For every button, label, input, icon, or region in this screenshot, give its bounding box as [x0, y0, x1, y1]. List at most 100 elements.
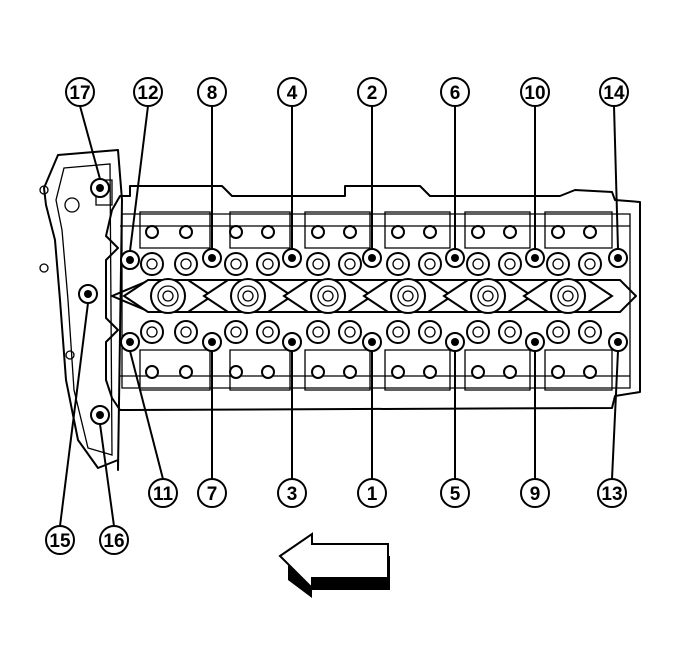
callout-3: 3	[277, 478, 307, 508]
valve-springs	[140, 225, 602, 379]
rocker-nut	[583, 225, 597, 239]
valve-spring	[386, 320, 410, 344]
rocker-nut	[261, 225, 275, 239]
spark-plug-boss	[362, 278, 454, 314]
valve-spring	[466, 252, 490, 276]
valve-spring	[386, 252, 410, 276]
head-bolt-6	[445, 248, 465, 268]
callout-label: 1	[367, 484, 378, 505]
valve-spring	[498, 320, 522, 344]
callout-4: 4	[277, 77, 307, 107]
leader-14	[613, 105, 619, 250]
valve-spring	[306, 320, 330, 344]
rocker-nut	[551, 365, 565, 379]
arrow-left-icon	[278, 532, 390, 598]
rocker-nut	[423, 225, 437, 239]
callout-5: 5	[440, 478, 470, 508]
valve-spring	[306, 252, 330, 276]
rocker-nut	[423, 365, 437, 379]
head-bolt-14	[608, 248, 628, 268]
head-bolt-11	[120, 332, 140, 352]
valve-spring	[546, 320, 570, 344]
callout-label: 7	[207, 484, 218, 505]
callout-12: 12	[133, 77, 163, 107]
valve-spring	[174, 320, 198, 344]
rocker-nut	[229, 225, 243, 239]
spark-plug-boss	[122, 278, 214, 314]
valve-spring	[338, 252, 362, 276]
callout-label: 14	[603, 83, 625, 104]
head-bolt-9	[525, 332, 545, 352]
callout-17: 17	[65, 77, 95, 107]
valve-spring	[578, 252, 602, 276]
head-bolt-10	[525, 248, 545, 268]
rocker-nut	[229, 365, 243, 379]
callout-label: 16	[103, 531, 124, 552]
callout-9: 9	[520, 478, 550, 508]
callout-label: 8	[207, 83, 218, 104]
rocker-nut	[503, 225, 517, 239]
leader-11	[129, 350, 164, 480]
callout-label: 17	[69, 83, 90, 104]
rocker-nut	[145, 365, 159, 379]
callout-label: 13	[601, 484, 622, 505]
valve-spring	[498, 252, 522, 276]
rocker-nut	[391, 365, 405, 379]
rocker-nut	[471, 225, 485, 239]
valve-spring	[546, 252, 570, 276]
callout-label: 15	[49, 531, 71, 552]
valve-spring	[418, 252, 442, 276]
spark-plug-boss	[282, 278, 374, 314]
callout-11: 11	[148, 478, 178, 508]
valve-spring	[466, 320, 490, 344]
head-bolt-13	[608, 332, 628, 352]
callout-label: 9	[530, 484, 541, 505]
rocker-nut	[311, 365, 325, 379]
head-bolt-7	[202, 332, 222, 352]
valve-spring	[224, 320, 248, 344]
valve-spring	[256, 320, 280, 344]
valve-spring	[140, 252, 164, 276]
callout-label: 12	[137, 83, 158, 104]
head-bolt-3	[282, 332, 302, 352]
callout-label: 5	[450, 484, 461, 505]
callout-leaders	[59, 105, 619, 527]
rocker-nut	[179, 225, 193, 239]
head-bolt-15	[78, 284, 98, 304]
head-bolt-2	[362, 248, 382, 268]
head-bolt-4	[282, 248, 302, 268]
leader-15	[59, 302, 89, 527]
callout-10: 10	[520, 77, 550, 107]
callout-6: 6	[440, 77, 470, 107]
rocker-nut	[503, 365, 517, 379]
rocker-nut	[471, 365, 485, 379]
valve-spring	[338, 320, 362, 344]
leader-13	[611, 350, 619, 480]
callout-16: 16	[99, 525, 129, 555]
callout-1: 1	[357, 478, 387, 508]
head-bolt-5	[445, 332, 465, 352]
rocker-nut	[145, 225, 159, 239]
head-bolt-8	[202, 248, 222, 268]
rocker-nut	[551, 225, 565, 239]
callout-13: 13	[597, 478, 627, 508]
leader-12	[129, 105, 149, 252]
leader-17	[79, 105, 101, 180]
spark-plug-boss	[202, 278, 294, 314]
valve-spring	[174, 252, 198, 276]
head-bolt-1	[362, 332, 382, 352]
head-bolts	[78, 178, 628, 425]
callout-7: 7	[197, 478, 227, 508]
callout-label: 10	[524, 83, 545, 104]
head-bolt-17	[90, 178, 110, 198]
valve-spring	[224, 252, 248, 276]
callout-label: 3	[287, 484, 298, 505]
rocker-nut	[179, 365, 193, 379]
callout-label: 2	[367, 83, 378, 104]
rocker-nut	[311, 225, 325, 239]
callout-label: 6	[450, 83, 461, 104]
valve-spring	[140, 320, 164, 344]
